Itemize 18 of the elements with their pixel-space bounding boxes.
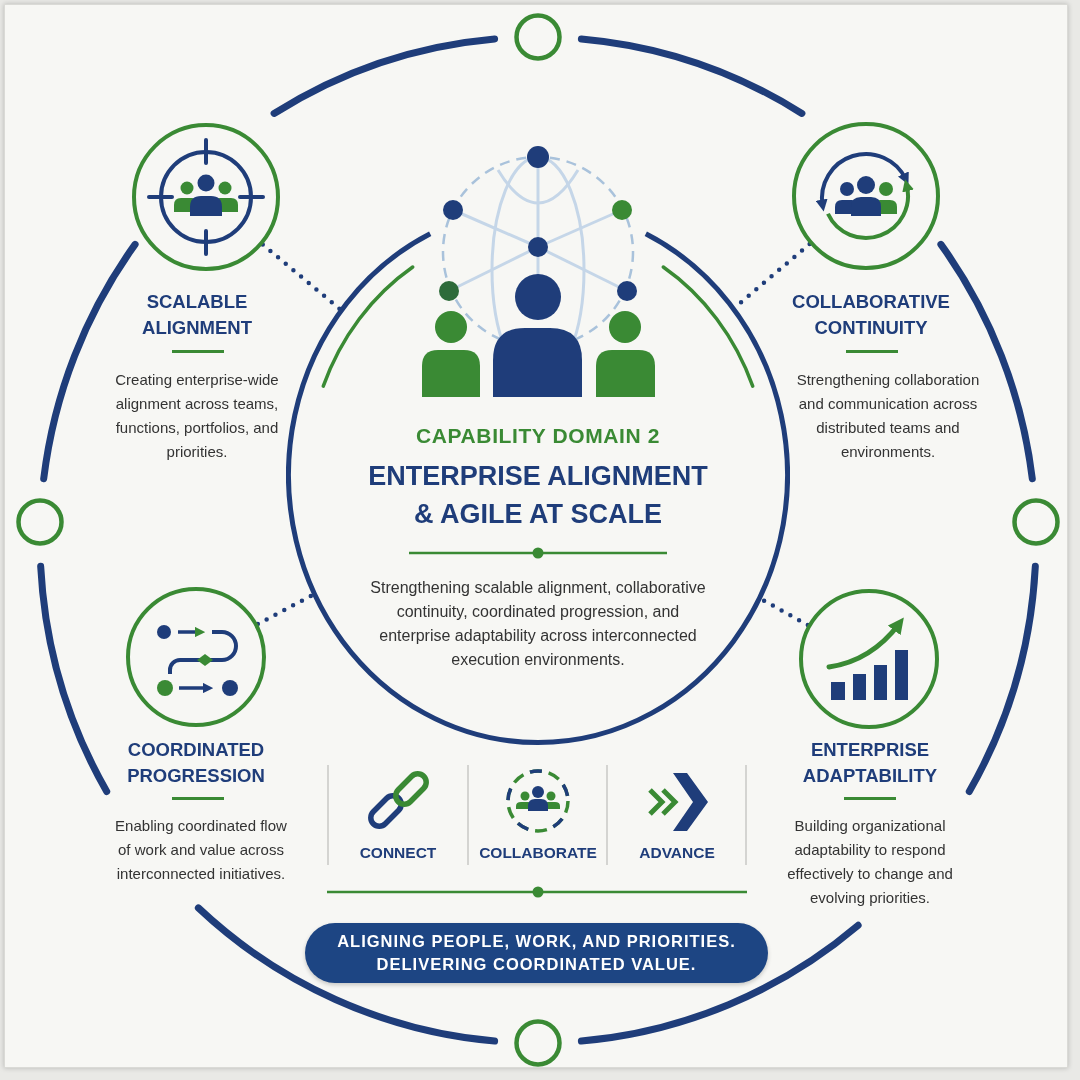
pillar-label: ADVANCE (639, 843, 715, 863)
domain-description: Strengthening scalable alignment, collaborative continuity, coordinated progression, and enterprise adaptability across interconnected execution environments. (369, 578, 707, 670)
pillar-heading: COORDINATED PROGRESSION (126, 738, 266, 788)
pillar-description: Creating enterprise-wide alignment across teams, functions, portfolios, and priorities. (114, 370, 280, 462)
tagline-banner: ALIGNING PEOPLE, WORK, AND PRIORITIES. DELIVERING COORDINATED VALUE. (305, 923, 768, 983)
pillar-description: Building organizational adaptability to respond effectively to change and evolving priorities. (786, 816, 954, 908)
dotted-connector (260, 242, 342, 311)
domain-label: CAPABILITY DOMAIN 2 (415, 423, 661, 449)
pillar-label: COLLABORATE (479, 843, 597, 863)
pillar-heading: SCALABLE ALIGNMENT (141, 290, 253, 340)
dotted-connector (255, 592, 315, 627)
pillar-heading: COLLABORATIVE CONTINUITY (791, 290, 951, 340)
pillar-label: CONNECT (359, 843, 437, 863)
domain-title: ENTERPRISE ALIGNMENT & AGILE AT SCALE (367, 460, 709, 531)
pillar-description: Enabling coordinated flow of work and value across interconnected initiatives. (114, 816, 288, 884)
pillar-description: Strengthening collaboration and communication across distributed teams and environments. (795, 370, 981, 462)
pillar-heading: ENTERPRISE ADAPTABILITY (801, 738, 939, 788)
dotted-connector (759, 597, 811, 628)
